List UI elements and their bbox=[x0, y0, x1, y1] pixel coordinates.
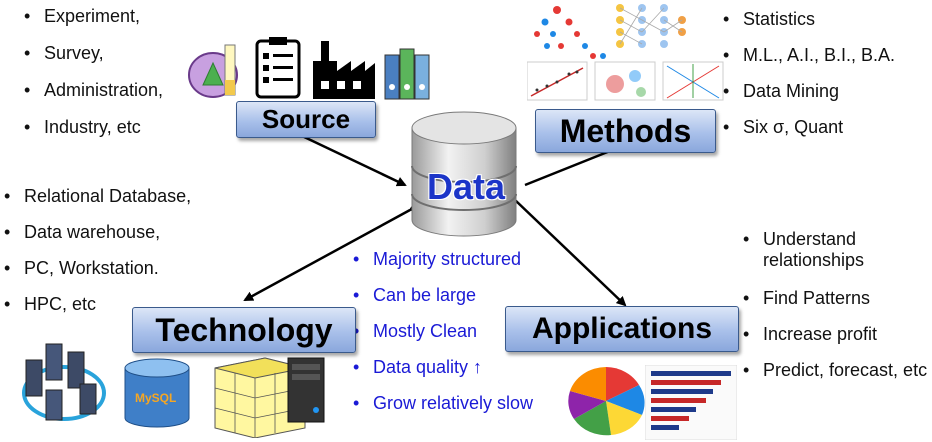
cluster-plot-icon bbox=[594, 61, 656, 101]
decision-tree-icon bbox=[534, 6, 606, 59]
list-item: Find Patterns bbox=[743, 288, 928, 324]
list-item: Predict, forecast, etc bbox=[743, 360, 928, 410]
list-item: Understand relationships bbox=[743, 229, 928, 288]
source-icons bbox=[188, 37, 430, 100]
clipboard-checklist-icon bbox=[255, 37, 301, 99]
list-item: Relational Database, bbox=[4, 186, 191, 222]
technology-icons: MySQL bbox=[22, 343, 325, 438]
list-item: Majority structured bbox=[353, 249, 533, 285]
list-item: Can be large bbox=[353, 285, 533, 321]
methods-label: Methods bbox=[559, 112, 692, 149]
methods-label-box: Methods bbox=[535, 109, 716, 153]
applications-label-box: Applications bbox=[505, 306, 739, 352]
applications-label: Applications bbox=[531, 312, 712, 345]
list-item: Data Mining bbox=[723, 81, 895, 117]
server-tower-icon bbox=[287, 357, 325, 423]
list-item: Statistics bbox=[723, 9, 895, 45]
binders-icon bbox=[384, 48, 430, 100]
list-item: Grow relatively slow bbox=[353, 393, 533, 429]
factory-icon bbox=[313, 41, 375, 99]
list-item: HPC, etc bbox=[4, 294, 191, 330]
arrow-source-to-data bbox=[299, 133, 407, 187]
list-item: PC, Workstation. bbox=[4, 258, 191, 294]
list-item: Mostly Clean bbox=[353, 321, 533, 357]
arrow-data-to-technology bbox=[243, 201, 420, 302]
list-item: Industry, etc bbox=[24, 117, 163, 154]
source-label-box: Source bbox=[236, 101, 376, 138]
neural-network-icon bbox=[616, 4, 686, 48]
pie-chart-icon bbox=[568, 367, 645, 436]
source-label: Source bbox=[261, 104, 351, 134]
source-list: Experiment, Survey, Administration, Indu… bbox=[24, 6, 163, 154]
mysql-database-icon: MySQL bbox=[124, 358, 190, 428]
methods-list: Statistics M.L., A.I., B.I., B.A. Data M… bbox=[723, 9, 895, 153]
lab-flask-icon bbox=[188, 44, 238, 98]
scatter-plot-icon bbox=[527, 61, 588, 101]
bar-chart-icon bbox=[645, 365, 737, 440]
list-item: Data warehouse, bbox=[4, 222, 191, 258]
server-cluster-icon bbox=[22, 343, 106, 421]
list-item: Experiment, bbox=[24, 6, 163, 43]
arrow-data-to-applications bbox=[514, 199, 627, 307]
list-item: Administration, bbox=[24, 80, 163, 117]
technology-list: Relational Database, Data warehouse, PC,… bbox=[4, 186, 191, 330]
technology-label: Technology bbox=[155, 311, 333, 348]
technology-label-box: Technology bbox=[132, 307, 356, 353]
regression-lines-icon bbox=[662, 61, 724, 101]
list-item: M.L., A.I., B.I., B.A. bbox=[723, 45, 895, 81]
applications-list: Understand relationships Find Patterns I… bbox=[743, 229, 928, 410]
list-item: Increase profit bbox=[743, 324, 928, 360]
list-item: Survey, bbox=[24, 43, 163, 80]
svg-text:MySQL: MySQL bbox=[135, 391, 176, 405]
methods-visuals bbox=[527, 4, 724, 101]
list-item: Six σ, Quant bbox=[723, 117, 895, 153]
data-label: Data bbox=[427, 166, 506, 207]
data-properties-list: Majority structured Can be large Mostly … bbox=[353, 249, 533, 429]
list-item: Data quality ↑ bbox=[353, 357, 533, 393]
database-cylinder-icon bbox=[411, 111, 517, 237]
